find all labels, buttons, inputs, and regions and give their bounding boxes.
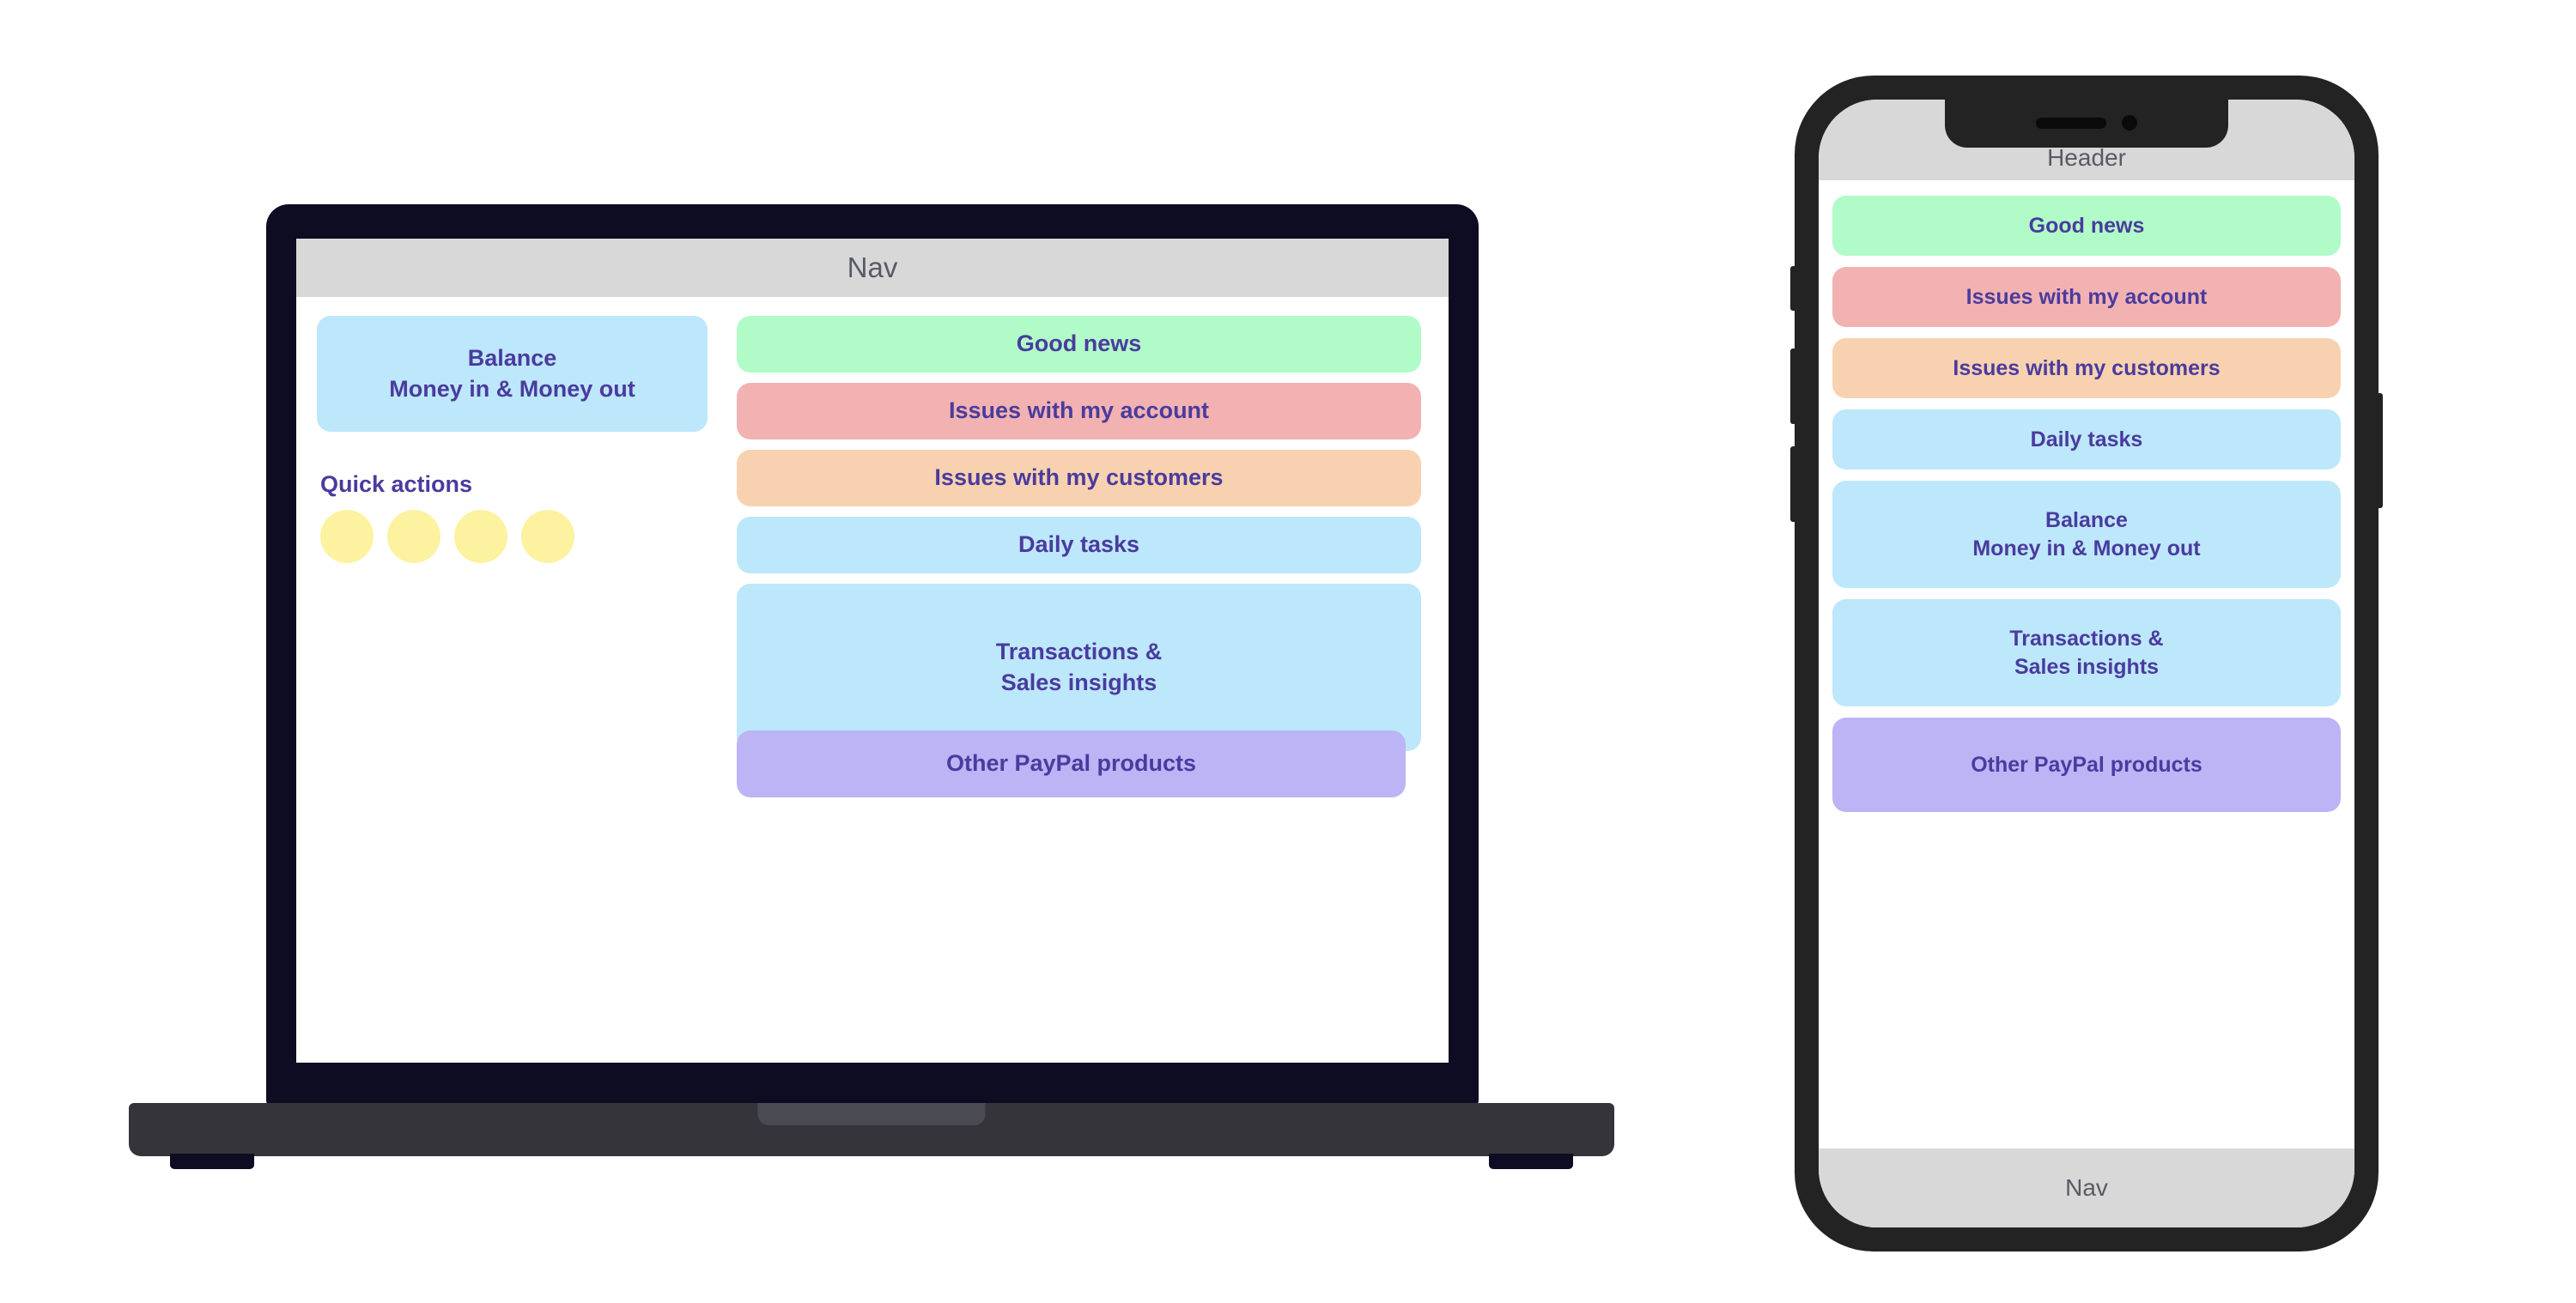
laptop-left-column: Balance Money in & Money out Quick actio… <box>312 316 708 808</box>
quick-action-dot[interactable] <box>521 510 574 563</box>
phone-card-good-news-label: Good news <box>2028 213 2145 238</box>
phone-card-other-paypal-products[interactable]: Other PayPal products <box>1832 718 2341 812</box>
card-issues-with-my-customers[interactable]: Issues with my customers <box>737 450 1421 506</box>
phone-device: Header Good news Issues with my account … <box>1790 76 2383 1251</box>
phone-notch <box>1945 98 2228 148</box>
laptop-device: Nav Balance Money in & Money out Quick a… <box>129 204 1614 1191</box>
phone-volume-down-button[interactable] <box>1790 446 1796 522</box>
laptop-right-column: Good news Issues with my account Issues … <box>708 316 1433 808</box>
phone-card-other-paypal-products-label: Other PayPal products <box>1971 752 2202 777</box>
quick-action-dot[interactable] <box>387 510 440 563</box>
card-other-paypal-products[interactable]: Other PayPal products <box>737 730 1406 797</box>
card-daily-tasks-label: Daily tasks <box>1018 531 1140 558</box>
card-good-news-label: Good news <box>1016 330 1142 357</box>
phone-card-transactions-and-sales-insights[interactable]: Transactions & Sales insights <box>1832 599 2341 706</box>
phone-card-balance[interactable]: Balance Money in & Money out <box>1832 481 2341 588</box>
laptop-cards-stack: Good news Issues with my account Issues … <box>737 316 1421 808</box>
laptop-foot-right <box>1489 1154 1573 1169</box>
phone-screen: Header Good news Issues with my account … <box>1819 100 2354 1227</box>
quick-action-dot[interactable] <box>454 510 507 563</box>
phone-card-daily-tasks[interactable]: Daily tasks <box>1832 409 2341 470</box>
laptop-nav-label: Nav <box>847 252 898 283</box>
card-daily-tasks[interactable]: Daily tasks <box>737 517 1421 573</box>
phone-card-daily-tasks-label: Daily tasks <box>2030 427 2143 452</box>
phone-card-issues-with-my-customers-label: Issues with my customers <box>1953 355 2221 380</box>
phone-header-label: Header <box>2047 144 2126 171</box>
card-balance[interactable]: Balance Money in & Money out <box>317 316 708 432</box>
card-issues-with-my-customers-label: Issues with my customers <box>934 464 1224 491</box>
card-transactions-and-sales-insights[interactable]: Transactions & Sales insights <box>737 584 1421 751</box>
card-transactions-line1: Transactions & <box>995 638 1163 664</box>
quick-actions-row <box>317 510 708 563</box>
phone-camera-icon <box>2122 115 2137 130</box>
phone-speaker-icon <box>2036 117 2106 129</box>
phone-card-issues-with-my-account-label: Issues with my account <box>1965 284 2208 309</box>
phone-card-balance-line2: Money in & Money out <box>1972 536 2201 561</box>
laptop-screen: Nav Balance Money in & Money out Quick a… <box>296 239 1449 1063</box>
card-good-news[interactable]: Good news <box>737 316 1421 373</box>
laptop-foot-left <box>170 1154 254 1169</box>
laptop-base <box>129 1103 1614 1156</box>
phone-card-balance-line1: Balance <box>2045 507 2128 532</box>
card-issues-with-my-account-label: Issues with my account <box>948 397 1210 424</box>
phone-card-issues-with-my-account[interactable]: Issues with my account <box>1832 267 2341 327</box>
laptop-base-notch <box>757 1103 986 1125</box>
phone-card-good-news[interactable]: Good news <box>1832 196 2341 256</box>
laptop-screen-body: Balance Money in & Money out Quick actio… <box>296 297 1449 808</box>
phone-nav-label: Nav <box>2065 1174 2108 1201</box>
card-issues-with-my-account[interactable]: Issues with my account <box>737 383 1421 439</box>
phone-card-transactions-line2: Sales insights <box>2014 654 2160 679</box>
card-other-paypal-products-label: Other PayPal products <box>945 750 1197 777</box>
card-balance-subtitle: Money in & Money out <box>389 375 635 402</box>
quick-actions-heading: Quick actions <box>320 471 473 497</box>
quick-action-dot[interactable] <box>320 510 374 563</box>
phone-volume-up-button[interactable] <box>1790 348 1796 424</box>
phone-nav-bar[interactable]: Nav <box>1819 1148 2354 1227</box>
laptop-lid: Nav Balance Money in & Money out Quick a… <box>266 204 1479 1106</box>
card-transactions-line2: Sales insights <box>1000 669 1157 695</box>
phone-content: Good news Issues with my account Issues … <box>1819 180 2354 1148</box>
phone-silent-switch[interactable] <box>1790 266 1796 311</box>
card-balance-title: Balance <box>467 344 557 371</box>
phone-card-issues-with-my-customers[interactable]: Issues with my customers <box>1832 338 2341 398</box>
phone-power-button[interactable] <box>2377 393 2383 508</box>
phone-card-transactions-line1: Transactions & <box>2009 626 2164 651</box>
laptop-nav-bar[interactable]: Nav <box>296 239 1449 297</box>
